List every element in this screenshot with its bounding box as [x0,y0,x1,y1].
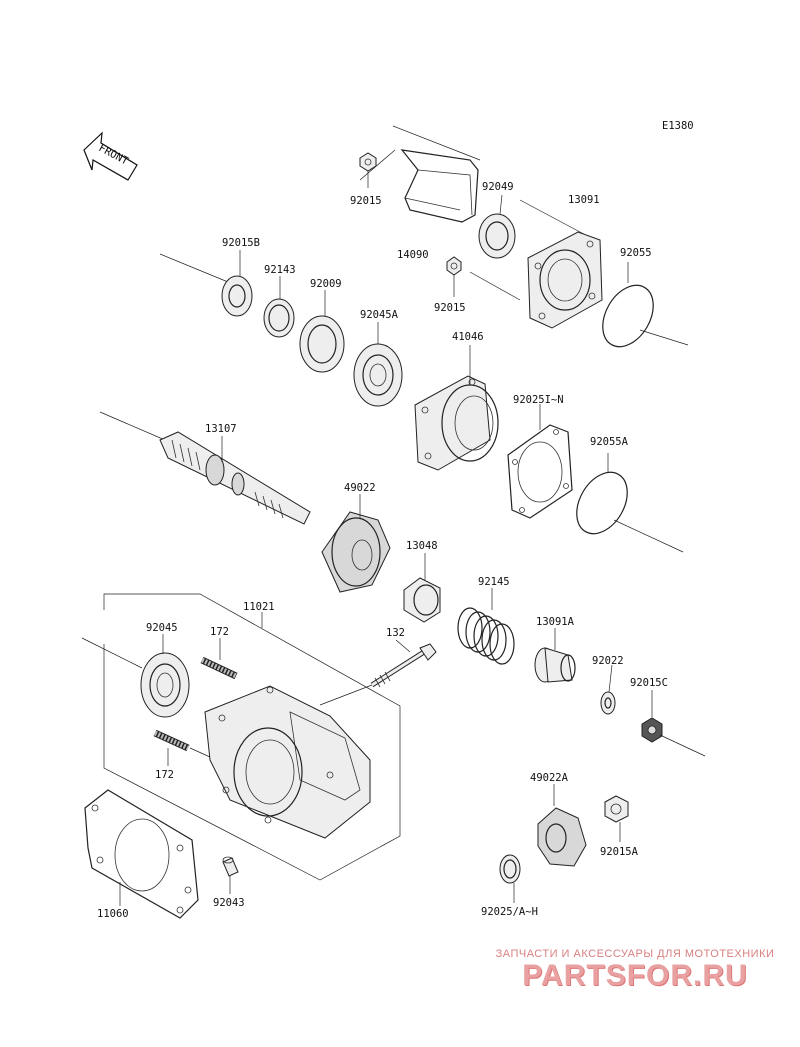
label-11060: 11060 [97,908,129,920]
seal-92049 [478,194,516,259]
front-arrow-icon: FRONT [83,131,138,181]
label-49022: 49022 [344,482,376,494]
label-13048: 13048 [406,540,438,552]
bearing-92045 [81,634,190,718]
label-92025A: 92025/A~H [481,906,538,918]
label-92022: 92022 [592,655,624,667]
spring-92145 [457,588,515,665]
oring-92055A [576,453,684,553]
diagram-code: E1380 [662,120,694,132]
seal-92015B [159,250,253,317]
label-92055: 92055 [620,247,652,259]
label-92025: 92025I~N [513,394,564,406]
watermark: ЗАПЧАСТИ И АКСЕССУАРЫ ДЛЯ МОТОТЕХНИКИ PA… [480,948,790,992]
nut-92015-top [359,152,377,188]
label-14090: 14090 [397,249,429,261]
label-92045A: 92045A [360,309,399,321]
label-92015-mid: 92015 [434,302,466,314]
label-41046: 41046 [452,331,484,343]
collar-13091A [534,628,576,683]
label-13091A: 13091A [536,616,575,628]
clutch-13048 [403,553,441,623]
label-92015B: 92015B [222,237,260,249]
label-92015-top: 92015 [350,195,382,207]
label-11021: 11021 [243,601,275,613]
flange-41046 [414,345,499,471]
housing-13091 [469,199,603,329]
label-13091: 13091 [568,194,600,206]
shaft-13107 [99,411,311,525]
shim-92009 [299,290,345,373]
label-172-top: 172 [210,626,229,638]
label-49022A: 49022A [530,772,569,784]
label-92145: 92145 [478,576,510,588]
label-92055A: 92055A [590,436,629,448]
label-92043: 92043 [213,897,245,909]
gasket-92025 [507,404,573,519]
oring-92055 [602,262,689,348]
nut-92015C [641,690,706,757]
label-172-bottom: 172 [155,769,174,781]
label-92009: 92009 [310,278,342,290]
gear-49022A [537,784,587,867]
gear-49022 [321,494,391,593]
washer-92025A [499,854,521,903]
label-92143: 92143 [264,264,296,276]
watermark-caption: ЗАПЧАСТИ И АКСЕССУАРЫ ДЛЯ МОТОТЕХНИКИ [495,948,775,960]
nut-92015A [604,795,629,842]
pin-92043 [222,856,239,894]
stud-172-bottom [153,729,211,766]
label-13107: 13107 [205,423,237,435]
watermark-logo: PARTSFOR.RU [522,959,748,992]
bracket-14090 [359,125,481,223]
ring-92143 [263,276,295,338]
nut-92015-mid [446,256,462,297]
washer-92022 [600,664,616,715]
bolt-132 [319,639,437,706]
casing-11021 [103,593,401,881]
label-132: 132 [386,627,405,639]
gasket-11060 [84,789,199,919]
stud-172-top [200,638,238,680]
bearing-92045A [353,322,403,407]
label-92045: 92045 [146,622,178,634]
label-92015A: 92015A [600,846,639,858]
label-92049: 92049 [482,181,514,193]
label-92015C: 92015C [630,677,668,689]
